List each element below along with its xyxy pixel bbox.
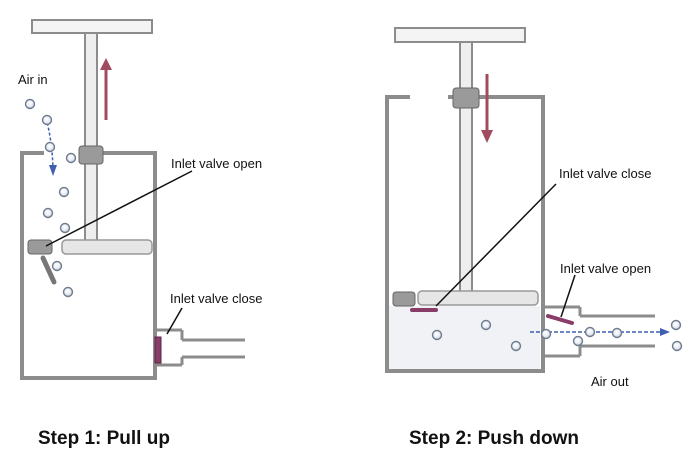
label-inlet-valve-close: Inlet valve close (170, 291, 263, 306)
pump-handle (31, 19, 153, 34)
arrow-down-head (481, 130, 493, 143)
air-in-arrow-head (49, 165, 57, 176)
inlet-valve-seal (27, 239, 53, 255)
panel-push-down: Inlet valve close Inlet valve open Air o… (385, 27, 683, 449)
outlet-pipe (543, 305, 655, 358)
piston (61, 239, 153, 255)
inlet-valve-flap (40, 255, 57, 285)
caption-step-2: Step 2: Push down (409, 428, 579, 449)
air-in-path (45, 117, 54, 169)
piston (417, 290, 539, 306)
label-inlet-valve-open: Inlet valve open (560, 261, 651, 276)
callout-line-inlet (435, 183, 557, 307)
callout-line-outlet (560, 274, 576, 318)
arrow-up-head (100, 58, 112, 70)
callout-line-outlet (166, 307, 183, 335)
label-inlet-valve-open: Inlet valve open (171, 156, 262, 171)
air-out-arrow-head (660, 328, 670, 336)
air-bubbles (24, 98, 77, 298)
caption-step-1: Step 1: Pull up (38, 428, 170, 449)
panel-pull-up: Air in Inlet valve open Inlet valve clos… (18, 19, 263, 449)
rod-seal (452, 87, 480, 109)
air-bubbles (431, 319, 683, 352)
piston-rod (459, 41, 473, 293)
rod-seal (78, 145, 104, 165)
piston-rod (84, 32, 98, 244)
outlet-valve (154, 336, 162, 364)
label-air-in: Air in (18, 72, 48, 87)
callout-line-inlet (45, 170, 193, 247)
pump-handle (394, 27, 526, 43)
cylinder-wall (20, 151, 157, 380)
label-air-out: Air out (591, 374, 629, 389)
label-inlet-valve-close: Inlet valve close (559, 166, 652, 181)
cylinder-wall (385, 95, 545, 373)
outlet-valve-open (546, 314, 574, 325)
outlet-pipe (155, 328, 245, 367)
compressed-air-fill (389, 306, 540, 370)
inlet-valve-seal (392, 291, 416, 307)
